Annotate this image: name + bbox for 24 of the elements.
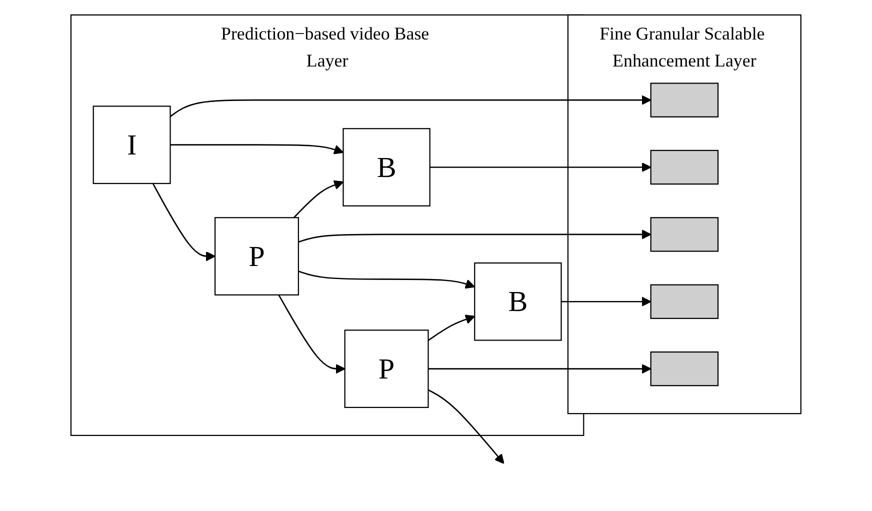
arrow	[170, 144, 344, 154]
node-bar	[650, 284, 719, 318]
node-box	[474, 262, 562, 340]
node-box	[92, 105, 171, 184]
cluster	[567, 14, 802, 414]
arrow	[428, 388, 504, 464]
arrow	[428, 314, 476, 340]
arrow	[428, 363, 652, 374]
arrow	[152, 182, 216, 261]
node-box	[214, 216, 300, 295]
node-box	[344, 329, 429, 408]
cluster	[70, 14, 584, 436]
arrow	[278, 294, 346, 374]
arrow	[294, 180, 344, 218]
arrow	[430, 162, 652, 172]
arrow	[298, 229, 652, 242]
node-bar	[650, 350, 719, 386]
node-box	[342, 128, 430, 206]
arrow	[170, 94, 652, 117]
node-bar	[650, 216, 719, 252]
arrow	[561, 296, 652, 306]
arrow	[298, 270, 476, 288]
node-bar	[650, 149, 719, 184]
node-bar	[650, 82, 719, 117]
